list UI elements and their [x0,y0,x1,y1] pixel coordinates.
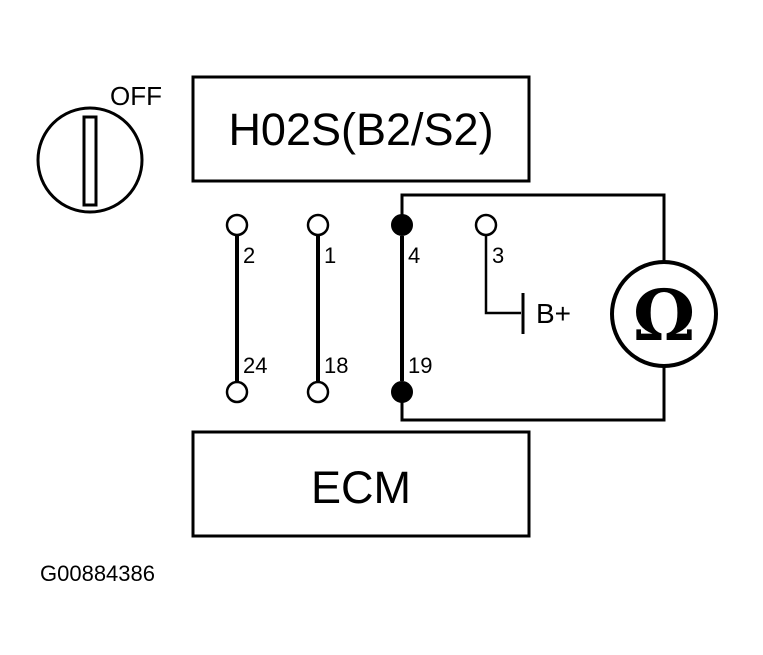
sensor-box: H02S(B2/S2) [191,75,531,183]
heater-supply: 3 B+ [474,213,571,334]
sensor-terminal [225,213,249,237]
ecm-terminal [306,380,330,404]
figure-id: G00884386 [40,561,155,586]
pin-pair-4-19: 4 19 [391,214,432,403]
ecm-box-frame [191,430,531,538]
ecm-box-label: ECM [311,462,411,513]
heater-terminal [474,213,498,237]
ignition-switch: OFF [36,81,162,214]
supply-label: B+ [536,298,571,329]
ohm-symbol: Ω [633,274,695,357]
pin-pair-2-24: 2 24 [225,213,267,404]
meter-lead-top [400,193,666,262]
heater-pin-label: 3 [492,243,504,268]
ecm-box: ECM [191,430,531,538]
ignition-switch-dial [36,106,144,214]
pin-pair-1-18: 1 18 [306,213,348,404]
meter-lead-bottom [400,366,666,422]
sensor-terminal-probed [391,214,413,236]
ecm-terminal [225,380,249,404]
ignition-switch-key-slot [82,115,98,207]
sensor-terminal [306,213,330,237]
sensor-pin-label: 2 [243,243,255,268]
heater-lead [484,236,521,315]
sensor-pin-label: 4 [408,243,420,268]
ecm-pin-label: 24 [243,353,267,378]
ohmmeter [610,260,718,368]
ignition-position-label: OFF [110,81,162,111]
ecm-terminal-probed [391,381,413,403]
ecm-pin-label: 19 [408,353,432,378]
sensor-pin-label: 1 [324,243,336,268]
ecm-pin-label: 18 [324,353,348,378]
sensor-box-frame [191,75,531,183]
ohmmeter-circuit: Ω [400,193,718,422]
sensor-box-label: H02S(B2/S2) [228,104,493,155]
